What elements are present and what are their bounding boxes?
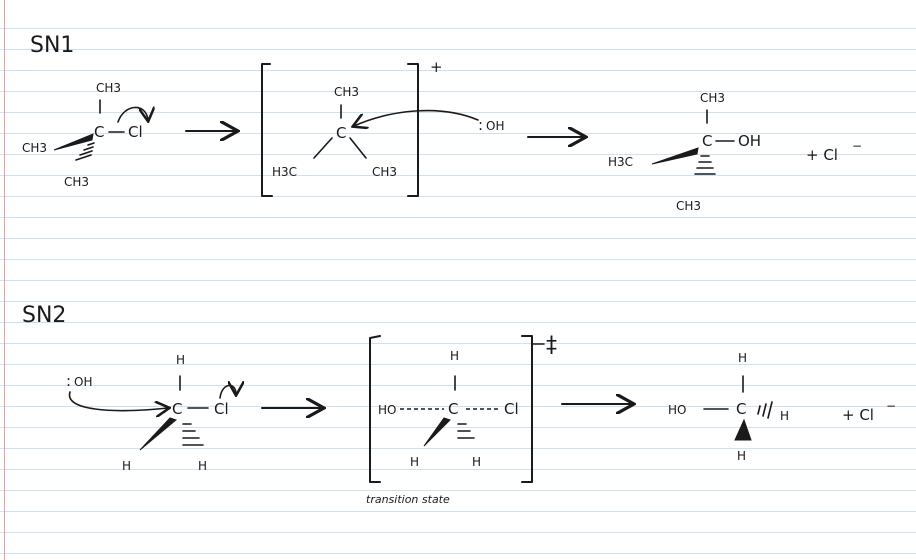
sn1-reactant-leaving: Cl (128, 123, 143, 141)
sn2-reactant-leaving: Cl (214, 400, 229, 418)
hashed-bond (182, 423, 204, 446)
sn2-ts-label: transition state (366, 493, 450, 506)
chloride-charge: − (852, 139, 862, 153)
hashed-bond (757, 401, 773, 419)
hashed-bond (75, 142, 95, 161)
wedge-bond (734, 418, 752, 441)
sn1-product-dash: CH3 (676, 199, 701, 213)
sn1-product: CH3 C OH H3C CH3 (608, 91, 761, 213)
sn1-reactant-wedge: CH3 (22, 141, 47, 155)
hashed-bond (694, 155, 716, 175)
curved-arrow (354, 109, 479, 126)
hashed-bond (457, 423, 475, 439)
curved-arrow (219, 385, 236, 399)
sn2-nucleophile-lonepair: : (66, 372, 71, 390)
sn1-nucleophile-lonepair: : (478, 116, 483, 134)
sn2-ts-wedge: H (410, 455, 419, 469)
sn2-ts-dash: H (472, 455, 481, 469)
sn2-reactant-top: H (176, 353, 185, 367)
sn1-product-right: OH (738, 132, 761, 150)
sn1-intermediate-top: CH3 (334, 85, 359, 99)
bracket-right (521, 335, 533, 483)
sn2-reactant-dash: H (198, 459, 207, 473)
sn2-product-center: C (736, 400, 746, 418)
bracket-right (407, 63, 419, 197)
sn2-reactant-center: C (172, 400, 182, 418)
sn1-reactant-dash: CH3 (64, 175, 89, 189)
sn1-nucleophile: OH (486, 119, 504, 133)
wedge-bond (651, 147, 699, 165)
curved-arrow (68, 391, 168, 411)
sn1-intermediate-center: C (336, 124, 346, 142)
bracket-left (369, 335, 381, 483)
curved-arrow (117, 107, 148, 122)
sn1-byproduct: + Cl (806, 146, 838, 164)
sn1-intermediate-left: H3C (272, 165, 297, 179)
bond-line (349, 137, 367, 159)
sn1-intermediate-right: CH3 (372, 165, 397, 179)
sn2-product-left: HO (668, 403, 686, 417)
sn1-product-top: CH3 (700, 91, 725, 105)
sn1-reactant: CH3 C Cl CH3 CH3 (22, 81, 148, 189)
sn2-nucleophile: OH (74, 375, 92, 389)
sn1-intermediate-charge: + (430, 58, 443, 76)
sn2-ts-charge: ‡ (546, 333, 557, 358)
sn2-ts-left: HO (378, 403, 396, 417)
sn2-product-top: H (738, 351, 747, 365)
sn2-heading: SN2 (22, 303, 66, 328)
sn1-intermediate: + CH3 C H3C CH3 (261, 58, 443, 197)
wedge-bond (53, 133, 94, 151)
sn2-transition-state: ‡ H HO C Cl H H transition state (366, 333, 557, 506)
sn2-product-bottom: H (737, 449, 746, 463)
sn2-reactant-wedge: H (122, 459, 131, 473)
bond-line (313, 137, 333, 159)
sn2-reactant: H C Cl H H (122, 353, 236, 473)
sn1-reactant-top: CH3 (96, 81, 121, 95)
sn2-byproduct: + Cl (842, 406, 874, 424)
sn2-product-right: H (780, 409, 789, 423)
sn1-reactant-center: C (94, 123, 104, 141)
bracket-left (261, 63, 273, 197)
margin-line (4, 0, 5, 560)
wedge-bond (139, 417, 178, 451)
wedge-bond (423, 417, 451, 447)
sn2-ts-right: Cl (504, 400, 519, 418)
chloride-charge: − (886, 399, 896, 413)
sn1-product-center: C (702, 132, 712, 150)
sn2-product: H HO C H H (668, 351, 789, 463)
sn2-ts-center: C (448, 400, 458, 418)
sn1-heading: SN1 (30, 33, 74, 58)
sn2-ts-top: H (450, 349, 459, 363)
sn1-product-wedge: H3C (608, 155, 633, 169)
